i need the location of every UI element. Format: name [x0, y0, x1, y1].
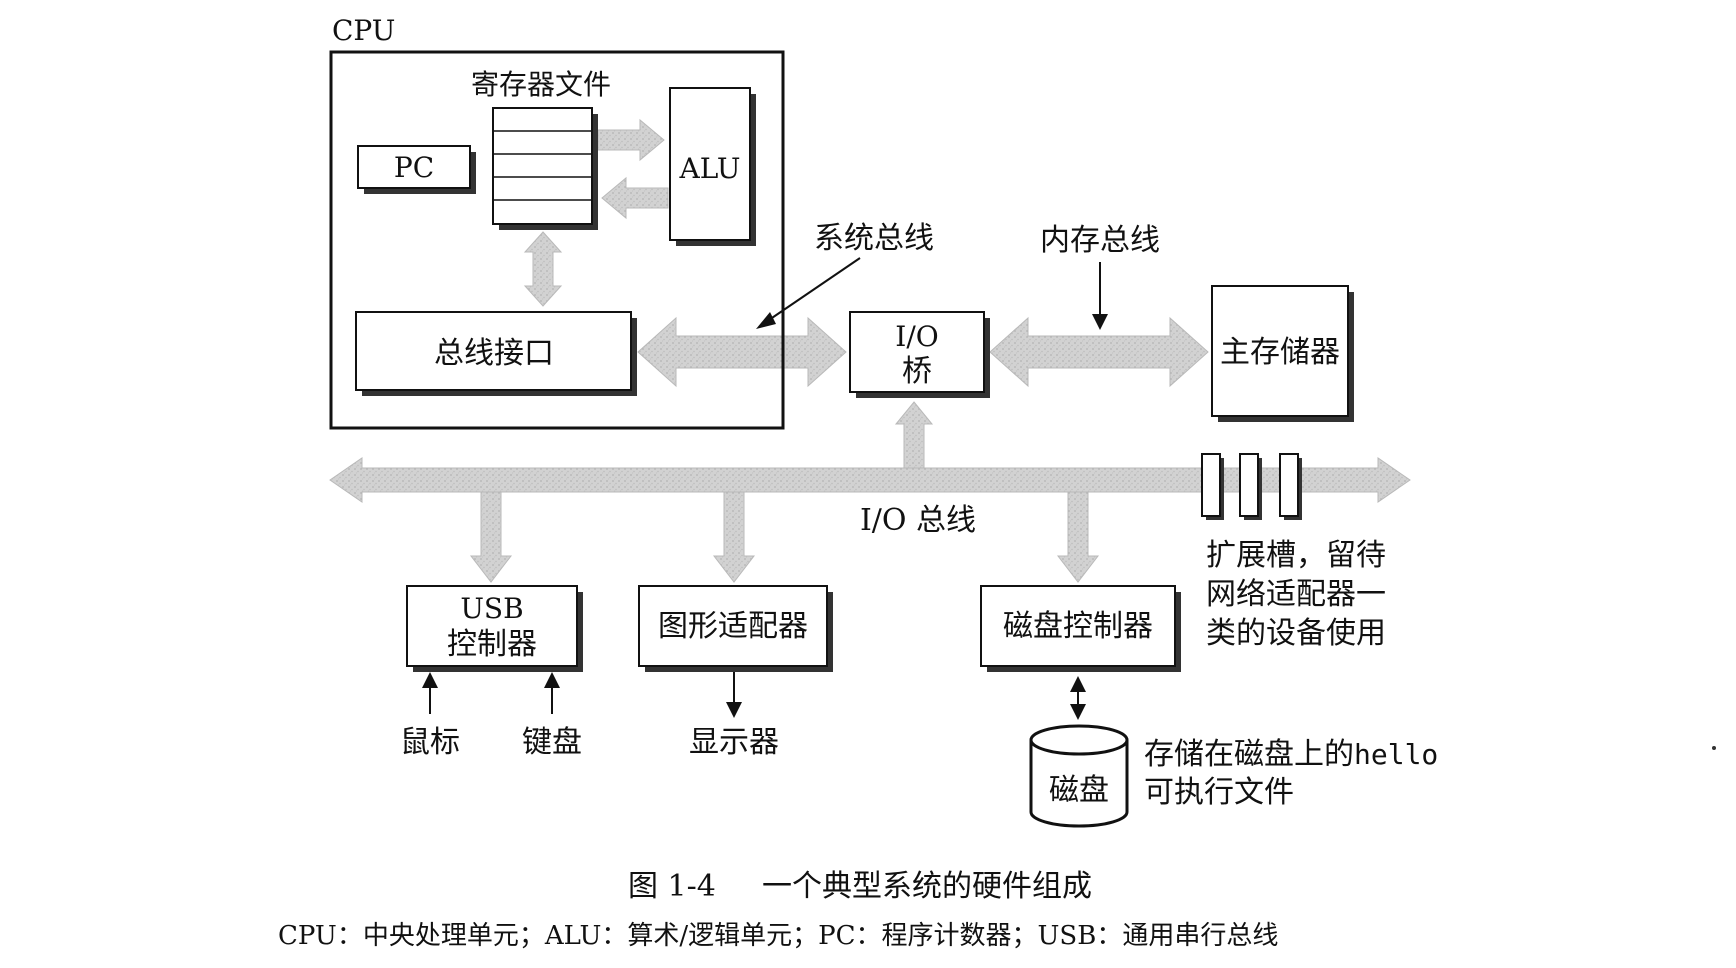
register-file — [492, 107, 598, 230]
expansion-note-line3: 类的设备使用 — [1206, 616, 1386, 651]
svg-text:控制器: 控制器 — [447, 627, 537, 662]
io-bus-arrow — [329, 457, 1411, 503]
cpu-box — [329, 50, 785, 430]
svg-text:桥: 桥 — [902, 354, 932, 389]
alu: ALU — [669, 87, 756, 246]
display-arrow-head — [726, 702, 742, 718]
disk-link-head-down — [1070, 704, 1086, 720]
disk-link-head-up — [1070, 676, 1086, 692]
svg-text:磁盘控制器: 磁盘控制器 — [1003, 609, 1153, 644]
keyboard-arrow-head — [544, 672, 560, 688]
figure-legend: CPU：中央处理单元；ALU：算术/逻辑单元；PC：程序计数器；USB：通用串行… — [278, 921, 1278, 951]
system-bus-pointer-head — [756, 312, 776, 329]
svg-text:I/O: I/O — [895, 320, 938, 353]
alu-to-reg-arrow — [601, 176, 669, 220]
expansion-note-line1: 扩展槽，留待 — [1206, 538, 1386, 573]
figure-title: 一个典型系统的硬件组成 — [762, 869, 1092, 904]
keyboard-label: 键盘 — [522, 725, 582, 760]
system-bus-arrow — [637, 316, 847, 388]
figure-number: 图 1-4 — [628, 869, 716, 904]
svg-text:ALU: ALU — [679, 152, 741, 185]
mouse-arrow-head — [422, 672, 438, 688]
io-bus-label: I/O 总线 — [860, 503, 976, 538]
memory-bus-pointer-head — [1092, 314, 1108, 330]
usb-controller: USB 控制器 — [406, 585, 583, 672]
mouse-label: 鼠标 — [400, 725, 460, 760]
reg-to-alu-arrow — [597, 118, 665, 162]
svg-text:USB: USB — [460, 592, 523, 625]
disk: 磁盘 — [1029, 724, 1129, 828]
display-label: 显示器 — [689, 725, 779, 760]
svg-text:磁盘: 磁盘 — [1049, 773, 1109, 808]
io-bridge: I/O 桥 — [849, 311, 990, 398]
svg-text:总线接口: 总线接口 — [434, 336, 554, 371]
scan-speck — [1712, 746, 1716, 750]
usb-drop-arrow — [469, 491, 513, 583]
system-bus-label: 系统总线 — [814, 221, 934, 256]
memory-bus-arrow — [989, 316, 1209, 388]
svg-text:图形适配器: 图形适配器 — [658, 609, 808, 644]
cpu-title: CPU — [332, 14, 395, 47]
bus-interface: 总线接口 — [355, 311, 637, 396]
graphics-drop-arrow — [712, 491, 756, 583]
system-bus-pointer — [765, 257, 861, 323]
main-memory: 主存储器 — [1211, 285, 1354, 422]
hello-note-line1: 存储在磁盘上的hello — [1144, 737, 1438, 772]
svg-text:主存储器: 主存储器 — [1220, 335, 1340, 370]
pc-register: PC — [357, 145, 476, 194]
expansion-slots — [1201, 453, 1302, 520]
memory-bus-label: 内存总线 — [1040, 223, 1160, 258]
bridge-io-bus-arrow — [894, 401, 934, 469]
hello-note-line2: 可执行文件 — [1144, 775, 1294, 810]
graphics-adapter: 图形适配器 — [638, 585, 833, 672]
disk-controller: 磁盘控制器 — [980, 585, 1181, 672]
expansion-note-line2: 网络适配器一 — [1206, 577, 1386, 612]
disk-controller-drop-arrow — [1056, 491, 1100, 583]
reg-bus-interface-arrow — [523, 231, 563, 307]
svg-text:PC: PC — [394, 151, 434, 184]
register-file-label: 寄存器文件 — [471, 68, 611, 101]
